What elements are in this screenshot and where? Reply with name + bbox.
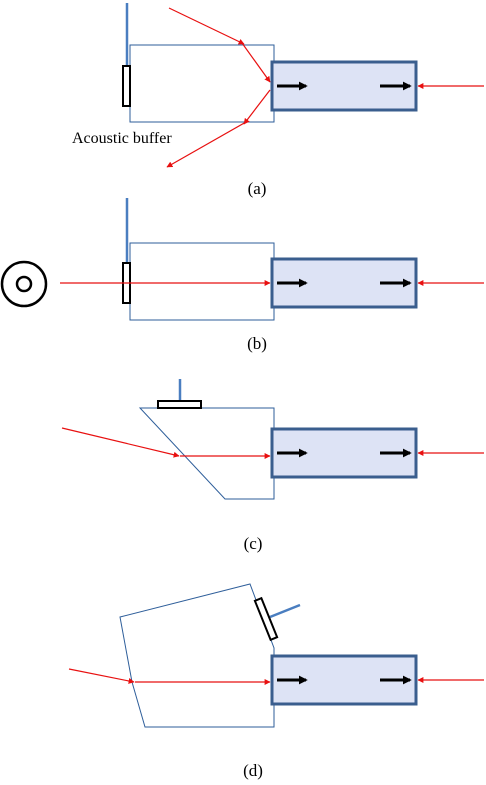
transducer — [122, 65, 131, 107]
panel-b: (b) — [0, 198, 484, 353]
transducer-wire — [269, 603, 301, 619]
transducer — [157, 400, 202, 409]
reflected-beam — [243, 89, 271, 125]
concentric-circles-icon — [0, 260, 48, 308]
panel-a: Acoustic buffer (a) — [72, 3, 484, 198]
incident-beam — [61, 427, 180, 458]
acoustic-buffer — [129, 242, 275, 321]
acoustic-buffer — [138, 407, 275, 500]
panel-c: (c) — [61, 379, 484, 553]
panel-caption: (c) — [244, 534, 263, 553]
acoustic-buffer-label: Acoustic buffer — [72, 130, 172, 147]
panel-caption: (b) — [247, 334, 267, 353]
incident-beam — [241, 42, 271, 83]
reflected-beam — [166, 121, 247, 168]
panel-caption: (d) — [243, 761, 263, 780]
panel-caption: (a) — [248, 179, 267, 198]
incident-beam — [168, 7, 245, 45]
acoustic-buffer — [119, 583, 275, 728]
incident-beam — [68, 668, 135, 684]
transducer — [253, 596, 279, 642]
panel-d: (d) — [68, 583, 484, 780]
